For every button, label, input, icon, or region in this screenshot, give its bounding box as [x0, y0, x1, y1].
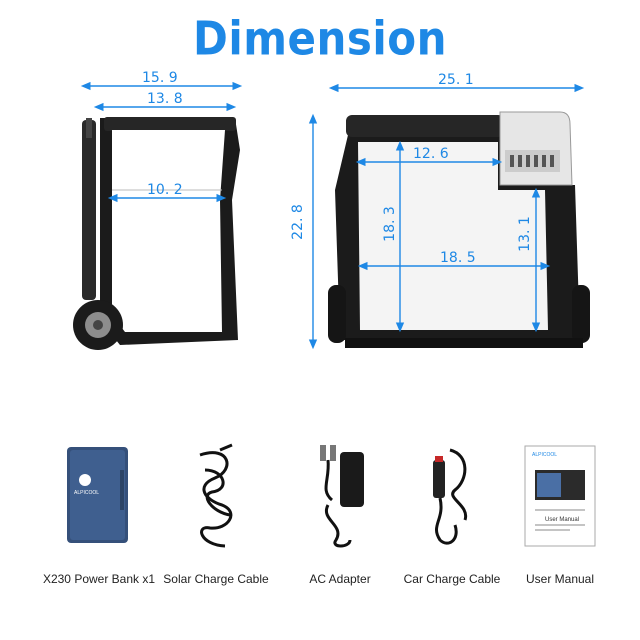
- manual-heading: User Manual: [545, 517, 580, 523]
- accessory-label-user-manual: User Manual: [525, 572, 595, 586]
- user-manual-icon: [524, 445, 596, 547]
- side-view-cooler: [73, 117, 240, 350]
- ac-adapter-icon: [320, 445, 364, 548]
- dim-front-inner-left: 18. 3: [381, 206, 398, 242]
- dim-front-height: 22. 8: [289, 204, 306, 240]
- solar-cable-icon: [199, 443, 233, 548]
- manual-brand: ALPICOOL: [532, 452, 558, 458]
- dim-front-length: 25. 1: [438, 72, 474, 88]
- page-title: Dimension: [192, 11, 448, 66]
- dim-front-inner-top: 12. 6: [413, 146, 449, 162]
- accessory-label-ac-adapter: AC Adapter: [309, 572, 371, 586]
- dim-front-inner-right: 13. 1: [516, 216, 533, 252]
- power-bank-icon: [67, 447, 128, 543]
- accessory-label-power-bank: X230 Power Bank x1: [42, 572, 156, 586]
- dim-front-inner-length: 18. 5: [440, 250, 476, 266]
- power-bank-brand: ALPICOOL: [74, 490, 100, 496]
- accessory-label-solar-cable: Solar Charge Cable: [163, 572, 269, 586]
- front-view-cooler: [328, 111, 590, 348]
- dim-side-inner: 10. 2: [147, 182, 183, 198]
- car-cable-icon: [433, 448, 468, 545]
- accessory-label-car-cable: Car Charge Cable: [403, 572, 501, 586]
- dim-side-top: 15. 9: [142, 70, 178, 86]
- dim-side-inner-top: 13. 8: [147, 91, 183, 107]
